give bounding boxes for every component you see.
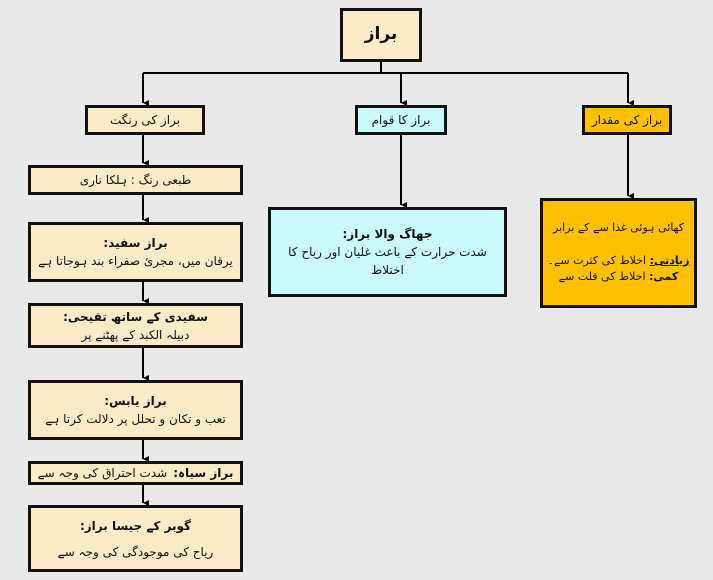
- color-item-dung: گوبر کے جیسا براز: ریاح کی موجودگی کی وجہ…: [28, 505, 243, 572]
- item-body: یرقان میں، مجرئ صفراء بند ہوجاتا ہے: [38, 254, 233, 268]
- branch-quantity: براز کی مقدار: [582, 105, 672, 135]
- less-label: کمی:: [649, 270, 679, 284]
- less-text: اخلاط کی قلت سے: [558, 270, 646, 284]
- quantity-item: کھائی ہوئی غذا سے کے برابر زیادتی: اخلاط…: [540, 198, 697, 308]
- branch-consistency: براز کا قوام: [355, 105, 447, 135]
- color-item-white: براز سفید: یرقان میں، مجرئ صفراء بند ہوجا…: [28, 222, 243, 282]
- color-item-white-pus: سفیدی کے ساتھ تقیحی: دبیلہ الکبد کے پھٹنے…: [28, 303, 243, 348]
- item-body: شدت حرارت کے باعث غلیان اور ریاح کا اختل…: [288, 245, 487, 277]
- item-title: سفیدی کے ساتھ تقیحی:: [63, 309, 208, 324]
- branch-color-label: براز کی رنگت: [110, 113, 180, 127]
- item-body: شدت احتراق کی وجہ سے: [37, 466, 168, 480]
- excess-text: اخلاط کی کثرت سے۔: [547, 253, 647, 267]
- item-title: جھاگ والا براز:: [342, 227, 433, 241]
- branch-quantity-label: براز کی مقدار: [591, 113, 663, 127]
- item-less: کمی: اخلاط کی قلت سے: [559, 269, 679, 286]
- item-normal: کھائی ہوئی غذا سے کے برابر: [553, 221, 684, 235]
- root-label: براز: [364, 24, 398, 45]
- item-body: طبعی رنگ : ہلکا ناری: [79, 173, 192, 187]
- item-title: براز سیاہ:: [173, 466, 234, 480]
- root-node: براز: [340, 8, 422, 62]
- excess-label: زیادتی:: [649, 253, 690, 267]
- color-item-dry: براز یابس: تعب و تکان و تحلل پر دلالت کرت…: [28, 380, 243, 440]
- item-body: تعب و تکان و تحلل پر دلالت کرتا ہے: [45, 412, 226, 426]
- item-excess: زیادتی: اخلاط کی کثرت سے۔: [548, 253, 690, 270]
- item-body: ریاح کی موجودگی کی وجہ سے: [57, 544, 214, 559]
- branch-color: براز کی رنگت: [85, 105, 205, 135]
- branch-consistency-label: براز کا قوام: [371, 113, 431, 127]
- item-body: دبیلہ الکبد کے پھٹنے پر: [81, 327, 190, 342]
- item-title: گوبر کے جیسا براز:: [79, 518, 192, 533]
- item-title: براز سفید:: [103, 236, 168, 250]
- item-title: براز یابس:: [104, 394, 167, 408]
- color-item-black: براز سیاہ: شدت احتراق کی وجہ سے: [28, 461, 243, 485]
- consistency-item-frothy: جھاگ والا براز: شدت حرارت کے باعث غلیان ا…: [268, 207, 507, 297]
- color-item-natural: طبعی رنگ : ہلکا ناری: [28, 165, 243, 195]
